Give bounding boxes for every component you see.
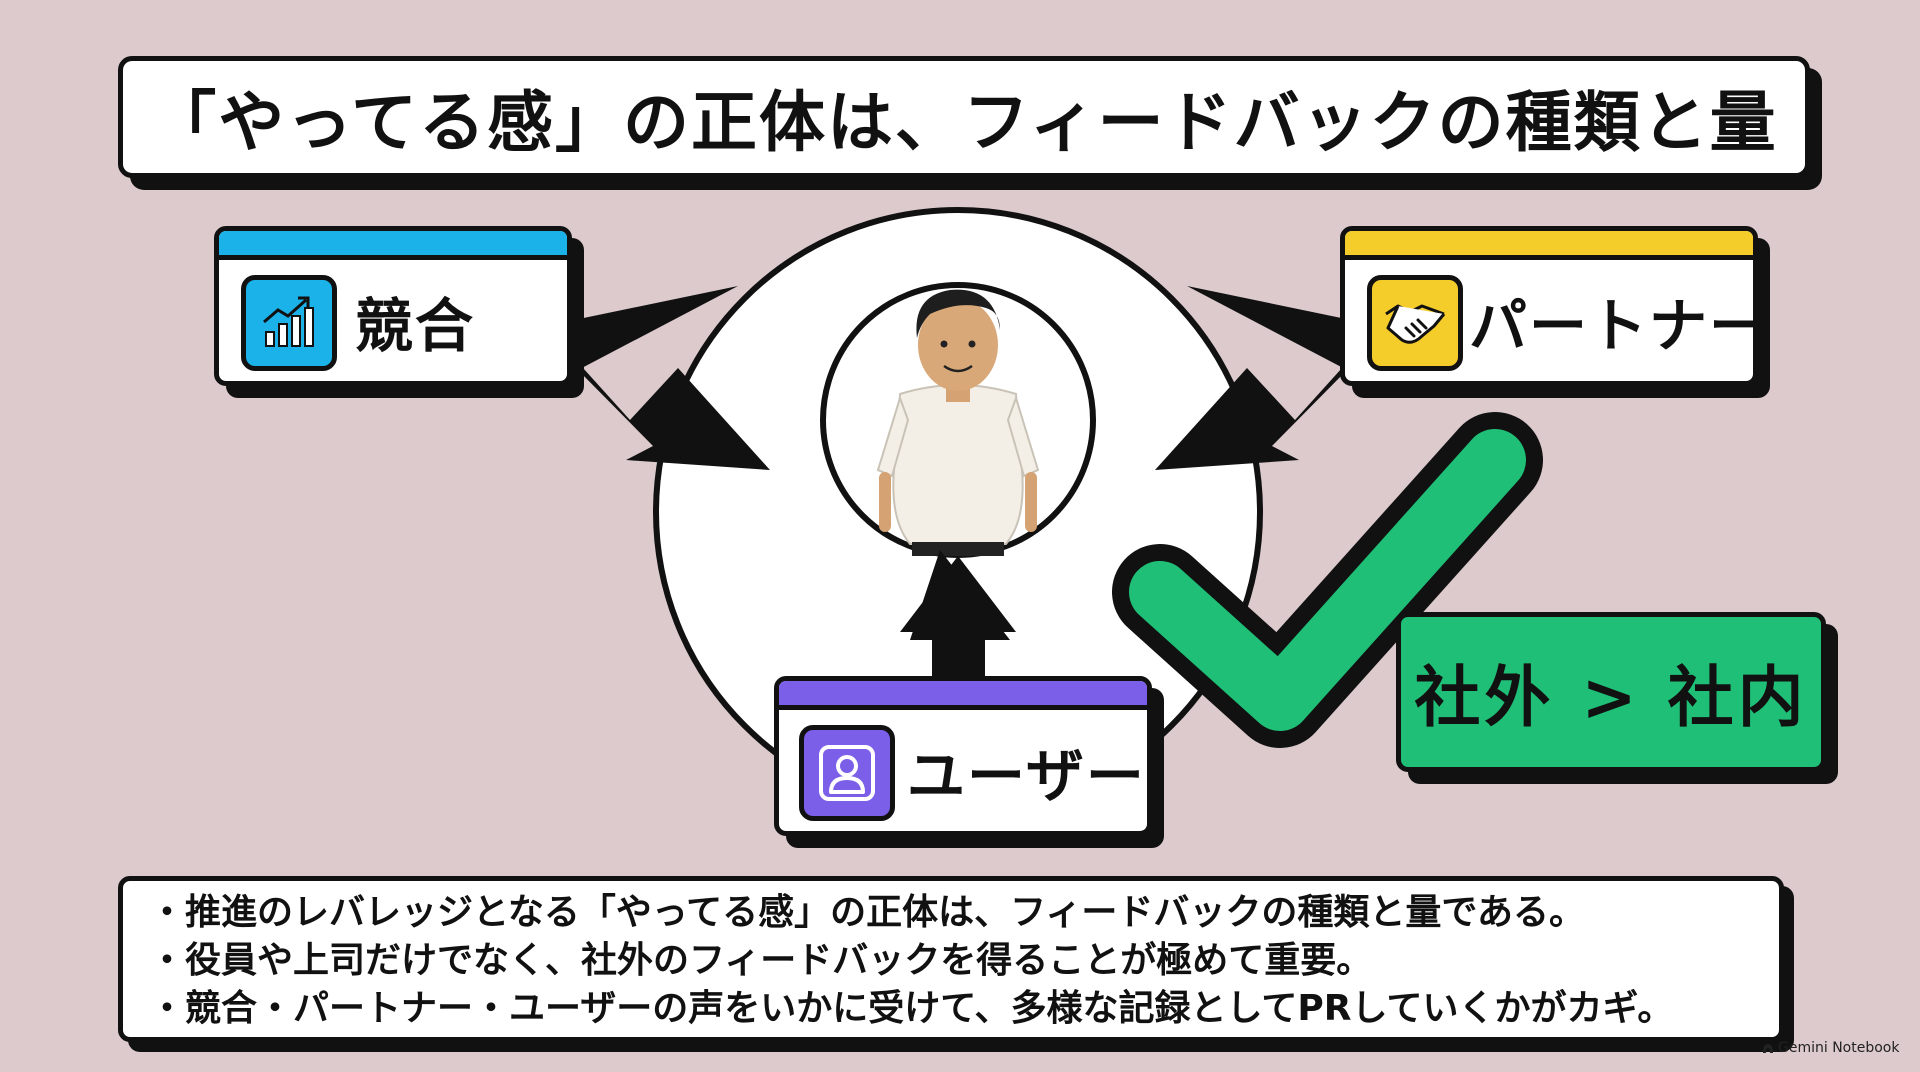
summary-notes: 推進のレバレッジとなる「やってる感」の正体は、フィードバックの種類と量である。 … xyxy=(118,876,1784,1042)
handshake-icon xyxy=(1367,275,1463,371)
watermark: Gemini Notebook xyxy=(1762,1040,1899,1056)
arrow-from-partner xyxy=(1155,286,1380,470)
bullet-list: 推進のレバレッジとなる「やってる感」の正体は、フィードバックの種類と量である。 … xyxy=(149,889,1779,1033)
card-bar xyxy=(779,681,1147,710)
card-bar xyxy=(1345,231,1753,260)
title-box: 「やってる感」の正体は、フィードバックの種類と量 xyxy=(118,56,1810,178)
card-bar xyxy=(219,231,567,260)
person-figure-icon xyxy=(876,289,1040,556)
comparison-text: 社外 > 社内 xyxy=(1414,659,1808,736)
page-title: 「やってる感」の正体は、フィードバックの種類と量 xyxy=(150,84,1778,161)
bullet-item: 役員や上司だけでなく、社外のフィードバックを得ることが極めて重要。 xyxy=(149,937,1779,985)
bullet-item: 推進のレバレッジとなる「やってる感」の正体は、フィードバックの種類と量である。 xyxy=(149,889,1779,937)
notebook-logo-icon xyxy=(1763,1044,1773,1053)
checkmark-icon xyxy=(1112,412,1543,748)
card-label-user: ユーザー xyxy=(907,742,1146,810)
comparison-box: 社外 > 社内 xyxy=(1396,612,1826,772)
card-competition: 競合 xyxy=(214,226,572,386)
card-label-competition: 競合 xyxy=(355,292,476,360)
card-partner: パートナー xyxy=(1340,226,1758,386)
card-label-partner: パートナー xyxy=(1469,292,1758,360)
arrow-from-competition xyxy=(545,286,770,470)
user-icon xyxy=(799,725,895,821)
card-user: ユーザー xyxy=(774,676,1152,836)
arrow-up-user xyxy=(900,556,1016,690)
growth-chart-icon xyxy=(241,275,337,371)
watermark-text: Gemini Notebook xyxy=(1778,1040,1900,1056)
bullet-item: 競合・パートナー・ユーザーの声をいかに受けて、多様な記録としてPRしていくかがカ… xyxy=(149,985,1779,1033)
